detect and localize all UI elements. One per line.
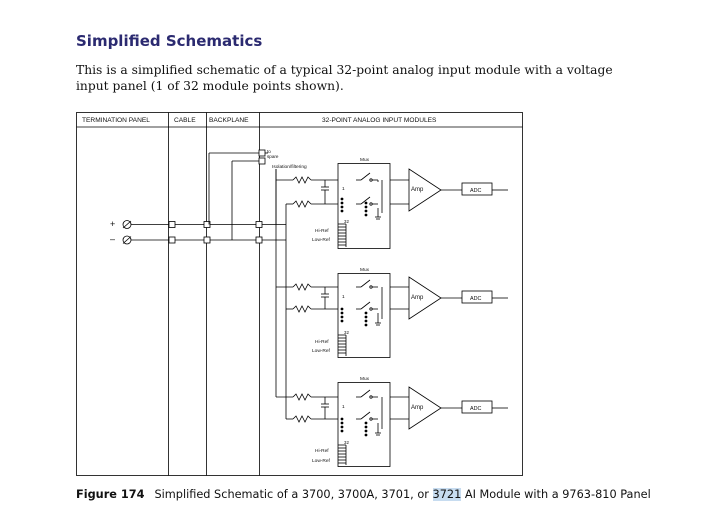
low-ref-label: Low-Ref (312, 348, 331, 354)
channel-1-label: 1 (342, 186, 345, 192)
cable-connector-minus (168, 236, 176, 244)
column-backplane: BACKPLANE (209, 117, 249, 124)
diagram-frame (76, 112, 523, 476)
resistor-icon (292, 176, 312, 184)
adc-label: ADC (470, 188, 481, 194)
backplane-connector-minus-left (203, 236, 211, 244)
switch-icon (360, 279, 371, 288)
resistor-icon (292, 305, 312, 313)
to-spare-label-2: spare (267, 154, 279, 159)
mux-label: Mux (360, 376, 370, 382)
switch-icon (360, 172, 371, 181)
channel-32-label: 32 (344, 219, 349, 224)
schematic-figure: TERMINATION PANEL CABLE BACKPLANE 32-POI… (76, 107, 524, 477)
switch-icon (360, 389, 371, 398)
minus-terminal-label: – (110, 234, 115, 244)
amp-label: Amp (411, 295, 424, 301)
mux-block (337, 273, 391, 358)
amp-label: Amp (411, 405, 424, 411)
backplane-connector-plus-left (203, 221, 211, 228)
channel-32-label: 32 (344, 330, 349, 335)
resistor-icon (292, 415, 312, 423)
hi-ref-label: Hi-Ref (315, 448, 329, 454)
channel-1-label: 1 (342, 294, 345, 300)
intro-paragraph: This is a simplified schematic of a typi… (76, 63, 613, 93)
column-cable: CABLE (174, 117, 196, 124)
mux-block (337, 382, 391, 467)
module-2: Mux 1 32 Hi-Ref Low-Ref (276, 267, 508, 358)
section-heading: Simplified Schematics (76, 32, 263, 50)
resistor-icon (292, 283, 312, 291)
column-modules: 32-POINT ANALOG INPUT MODULES (322, 117, 437, 124)
adc-block (461, 290, 493, 304)
adc-block (461, 182, 493, 196)
adc-label: ADC (470, 296, 481, 302)
backplane-connector-minus-right (255, 236, 263, 244)
channel-32-label: 32 (344, 440, 349, 445)
switch-icon (360, 301, 371, 310)
amp-label: Amp (411, 187, 424, 193)
amp-triangle (408, 386, 442, 430)
isolation-filtering-label: Isolation/filtering (272, 164, 307, 170)
figure-number: Figure 174 (76, 488, 145, 501)
mux-label: Mux (360, 267, 370, 273)
low-ref-label: Low-Ref (312, 458, 331, 464)
resistor-icon (292, 200, 312, 208)
caption-text-before: Simplified Schematic of a 3700, 3700A, 3… (154, 488, 433, 501)
adc-label: ADC (470, 406, 481, 412)
adc-block (461, 400, 493, 414)
resistor-icon (292, 393, 312, 401)
column-termination-panel: TERMINATION PANEL (82, 117, 150, 124)
figure-caption: Figure 174 Simplified Schematic of a 3700… (76, 488, 651, 501)
module-1: Mux 1 32 Hi-Ref Low-Ref (276, 157, 508, 249)
switch-icon (360, 411, 371, 420)
spare-connector-2 (258, 157, 266, 165)
amp-triangle (408, 168, 442, 212)
hi-ref-label: Hi-Ref (315, 228, 329, 234)
caption-highlight: 3721 (432, 488, 462, 501)
spare-connector-1 (258, 149, 266, 157)
channel-1-label: 1 (342, 404, 345, 410)
plus-terminal-label: + (110, 219, 115, 229)
hi-ref-label: Hi-Ref (315, 339, 329, 345)
mux-label: Mux (360, 157, 370, 163)
switch-icon (360, 196, 371, 205)
amp-triangle (408, 276, 442, 320)
module-3: Mux 1 32 Hi-Ref Low-Ref (276, 376, 508, 467)
low-ref-label: Low-Ref (312, 237, 331, 243)
to-spare-label-1: to (267, 149, 271, 154)
caption-text-after: AI Module with a 9763-810 Panel (461, 488, 651, 501)
backplane-connector-plus-right (255, 221, 263, 228)
cable-connector-plus (168, 221, 176, 228)
